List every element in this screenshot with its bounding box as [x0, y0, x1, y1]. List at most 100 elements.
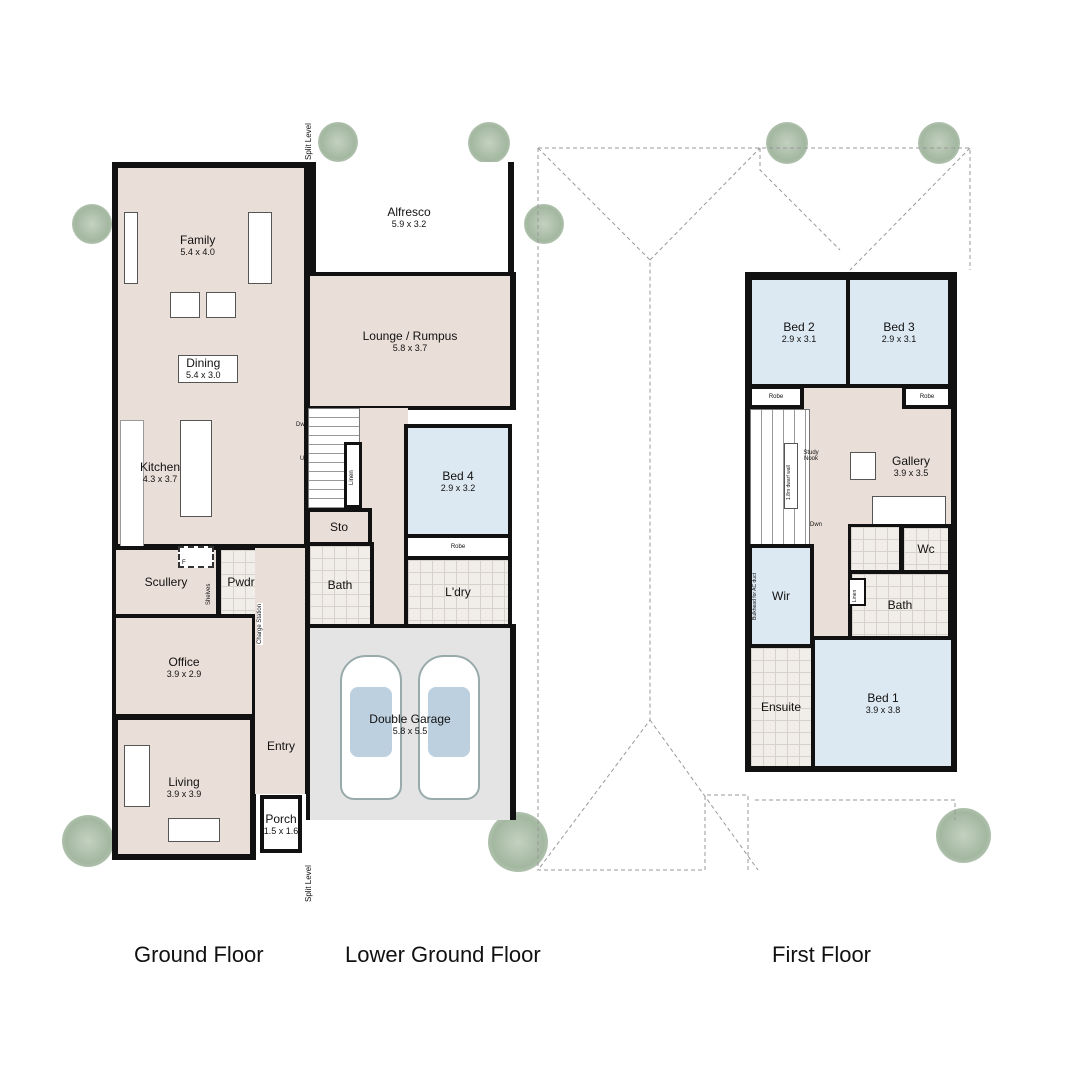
- first-stair: [750, 409, 810, 545]
- gallery-chair: [850, 452, 876, 480]
- room-pwdr: Pwdr: [217, 546, 265, 618]
- room-alfresco: Alfresco 5.9 x 3.2: [310, 162, 514, 276]
- armchair: [206, 292, 236, 318]
- room-name: Wir: [772, 588, 790, 603]
- room-name: Sto: [329, 519, 348, 534]
- car: [340, 655, 402, 800]
- wall-alfresco-left: [306, 162, 316, 276]
- room-size: 2.9 x 3.1: [781, 333, 817, 344]
- room-office: Office 3.9 x 2.9: [112, 614, 256, 720]
- room-bed-2: Bed 2 2.9 x 3.1: [748, 276, 850, 388]
- vanity-area: [848, 524, 902, 574]
- room-size: 5.8 x 3.7: [392, 342, 428, 353]
- room-name: Double Garage: [369, 711, 451, 726]
- living-sofa: [168, 818, 220, 842]
- dwarf-wall-label: 1.8m dwarf wall: [786, 465, 792, 500]
- fridge: F: [178, 546, 214, 568]
- room-bed-3: Bed 3 2.9 x 3.1: [846, 276, 952, 388]
- stair-up-label: Up: [300, 456, 308, 462]
- charge-station-label: Charge Station: [257, 602, 263, 645]
- tree: [766, 122, 808, 164]
- tree: [918, 122, 960, 164]
- room-wc: Wc: [900, 524, 952, 574]
- robe-label: Robe: [768, 394, 784, 400]
- room-size: 5.8 x 5.5: [392, 725, 428, 736]
- bulkhead-label: Bulkhead for AC duct: [752, 573, 758, 620]
- room-size: 3.9 x 3.8: [865, 704, 901, 715]
- tree: [318, 122, 358, 162]
- fridge-label: F: [182, 560, 186, 566]
- floor-title-ground: Ground Floor: [134, 942, 264, 967]
- robe-label: Robe: [919, 394, 935, 400]
- car: [418, 655, 480, 800]
- tree: [72, 204, 112, 244]
- linen-first-label: Linen: [852, 589, 858, 602]
- robe-label: Robe: [450, 544, 466, 550]
- room-size: 2.9 x 3.2: [440, 482, 476, 493]
- room-name: Bed 3: [883, 319, 915, 334]
- room-size: 3.9 x 3.9: [166, 788, 202, 799]
- room-name: Office: [168, 654, 200, 669]
- room-name: Kitchen: [140, 460, 181, 474]
- room-name: Lounge / Rumpus: [362, 328, 458, 343]
- room-entry: Entry: [255, 548, 309, 794]
- room-lounge-rumpus: Lounge / Rumpus 5.8 x 3.7: [306, 272, 516, 410]
- room-size: 4.3 x 3.7: [142, 474, 178, 484]
- robe-bed-2: Robe: [748, 385, 804, 409]
- room-name: Dining: [186, 356, 221, 370]
- room-name: Bed 1: [867, 690, 899, 705]
- room-name: Gallery: [892, 454, 931, 468]
- room-name: Living: [168, 774, 200, 789]
- floor-title-first: First Floor: [772, 942, 871, 967]
- tree: [468, 122, 510, 164]
- room-name: Bed 4: [442, 468, 474, 483]
- room-size: 5.4 x 3.0: [186, 370, 221, 380]
- room-ensuite: Ensuite: [745, 644, 815, 772]
- living-sofa: [124, 745, 150, 807]
- armchair: [170, 292, 200, 318]
- room-lower-bath: Bath: [306, 542, 374, 628]
- room-name: Wc: [917, 541, 935, 556]
- kitchen-bench: [120, 420, 144, 547]
- kitchen-island: [180, 420, 212, 517]
- first-stair-down-label: Dwn: [810, 522, 823, 528]
- kitchen-label: Kitchen 4.3 x 3.7: [140, 460, 181, 485]
- room-laundry: L'dry: [404, 556, 512, 628]
- room-bed-4: Bed 4 2.9 x 3.2: [404, 424, 512, 538]
- room-porch: Porch 1.5 x 1.6: [260, 795, 302, 853]
- gallery-sofa: [872, 496, 946, 526]
- robe-bed-3: Robe: [902, 385, 952, 409]
- stair-down-label: Dwn: [296, 422, 309, 428]
- room-name: Pwdr: [227, 574, 255, 589]
- shelves-label: Shelves: [206, 583, 212, 605]
- room-name: Bath: [887, 597, 913, 612]
- room-double-garage: Double Garage 5.8 x 5.5: [306, 624, 516, 820]
- room-name: L'dry: [445, 584, 471, 599]
- tree: [936, 808, 991, 863]
- room-name: Bed 2: [783, 319, 815, 334]
- room-size: 3.9 x 2.9: [166, 668, 202, 679]
- room-size: 5.9 x 3.2: [391, 218, 427, 229]
- linen-first: [848, 578, 866, 606]
- room-name: Entry: [267, 739, 296, 753]
- room-bed-1: Bed 1 3.9 x 3.8: [811, 636, 957, 772]
- split-level-label-top: Split Level: [304, 123, 313, 160]
- dining-label: Dining 5.4 x 3.0: [186, 356, 221, 381]
- room-name: Family: [180, 233, 216, 247]
- roof-outline: [537, 147, 971, 871]
- tree: [524, 204, 564, 244]
- room-size: 5.4 x 4.0: [180, 247, 215, 257]
- tree: [62, 815, 114, 867]
- family-sofa: [248, 212, 272, 284]
- fireplace: [124, 212, 138, 284]
- split-level-label-bottom: Split Level: [304, 865, 313, 902]
- dining-table: [178, 355, 238, 383]
- dwarf-wall: [784, 443, 798, 509]
- room-sto: Sto: [306, 508, 372, 546]
- family-label: Family 5.4 x 4.0: [180, 233, 216, 258]
- room-name: Ensuite: [760, 699, 802, 714]
- study-nook-label: Study Nook: [803, 450, 819, 462]
- gallery-label: Gallery 3.9 x 3.5: [892, 454, 931, 479]
- room-size: 1.5 x 1.6: [263, 825, 299, 836]
- room-size: 3.9 x 3.5: [893, 468, 929, 478]
